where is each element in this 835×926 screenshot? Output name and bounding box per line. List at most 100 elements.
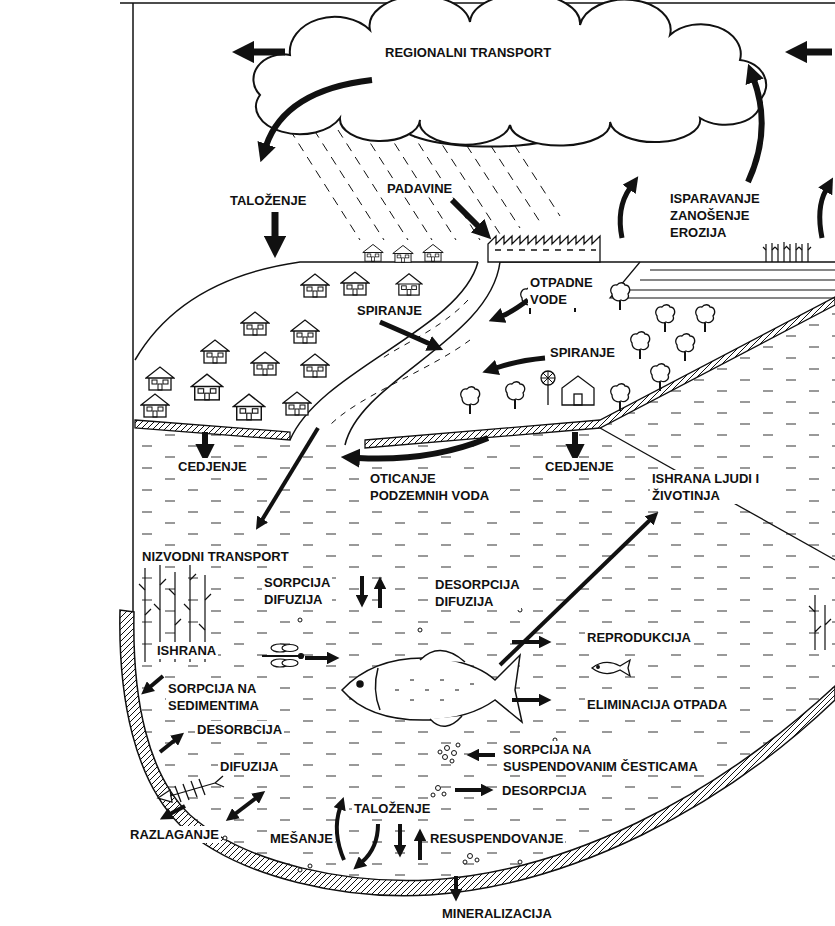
factory [488,236,600,262]
cloud [253,0,766,146]
hill-and-river [135,262,478,360]
process-label: SORPCIJA DIFUZIJA [262,574,332,608]
dragonfly [262,655,300,657]
houses [141,394,169,417]
flow-arrows [620,188,630,238]
process-label: TALOŽENJE [228,192,308,209]
fish-skeleton [175,779,205,802]
land-bands [135,297,835,560]
houses [283,392,311,415]
fish-skeleton [215,776,224,787]
fish [342,650,522,726]
cloud [253,0,766,147]
small-fish [597,666,600,669]
process-label: DESORPCIJA [500,782,589,799]
process-label: CEDJENJE [176,458,249,475]
earth-and-water [133,305,835,881]
particles [518,860,522,864]
farm [541,371,594,405]
farm [541,371,555,385]
process-label: RAZLAGANJE [128,826,221,843]
process-label: SPIRANJE [548,344,617,361]
process-label: SORPCIJA NA SUSPENDOVANIM ČESTICAMA [501,741,709,775]
process-label: OTPADNE VODE [528,274,595,308]
flow-arrows [454,876,458,890]
process-label: TALOŽENJE [352,800,432,817]
flow-arrows [418,840,422,860]
houses [363,244,383,261]
flow-arrows [452,200,479,227]
houses [396,274,422,295]
process-label: ISHRANA LJUDI I ŽIVOTINJA [650,470,784,504]
hill-and-river [345,262,500,445]
flow-arrows [235,798,256,814]
houses [291,320,319,343]
process-label: RESUSPENDOVANJE [428,830,565,847]
process-label: SORPCIJA NA SEDIMENTIMA [166,680,275,714]
particles [438,750,442,754]
flow-arrows [272,212,279,238]
flow-arrows [358,438,488,459]
particles [223,836,227,840]
dragonfly [282,660,298,667]
houses [146,367,174,390]
flow-arrows [337,808,344,860]
fish [420,650,465,662]
field [630,270,835,290]
hill-and-river [290,262,478,440]
fish-skeleton [158,790,172,802]
process-label: DESORPCIJA DIFUZIJA [433,576,521,610]
particles [443,755,448,760]
flow-arrows [150,52,832,890]
fish [430,716,462,726]
particles [308,864,312,868]
fish [357,681,363,687]
particles [475,858,479,862]
houses [301,354,329,377]
houses [341,272,369,295]
flow-arrows [150,676,163,687]
dragonfly [282,645,298,652]
process-label: ISHRANA [155,642,218,659]
small-fish [592,660,630,676]
fish-skeleton [158,776,224,802]
flow-arrows [160,740,175,752]
particles [456,743,460,747]
flow-arrows [378,588,382,608]
orchard [506,382,525,409]
flow-arrows [805,49,832,56]
houses [241,312,269,335]
houses [393,245,413,262]
process-label: SPIRANJE [355,302,424,319]
flow-arrows [512,640,540,644]
process-label: OTICANJE PODZEMNIH VODA [368,470,497,504]
field [610,242,835,298]
process-label: MEŠANJE [268,830,335,847]
particles [442,792,446,796]
reeds [809,595,831,650]
orchard [611,283,630,310]
houses [141,244,443,419]
orchard [631,332,650,359]
process-label: PADAVINE [385,180,454,197]
land-bands [600,428,835,560]
flow-arrows [266,80,372,146]
field [763,246,811,250]
fish [342,655,522,722]
flow-arrows [820,190,826,238]
particles [418,628,422,632]
orchard [696,305,715,332]
flow-arrows [502,300,528,316]
particles [463,860,467,864]
factory [495,249,596,251]
flow-arrows [262,428,318,520]
hill-and-river [135,262,835,445]
flow-arrows [748,80,762,182]
process-label: ELIMINACIJA OTPADA [585,696,729,713]
particles [436,786,441,791]
farm [562,376,594,405]
fish [395,680,474,700]
houses [301,274,329,297]
fish [375,668,380,710]
houses [251,352,279,375]
